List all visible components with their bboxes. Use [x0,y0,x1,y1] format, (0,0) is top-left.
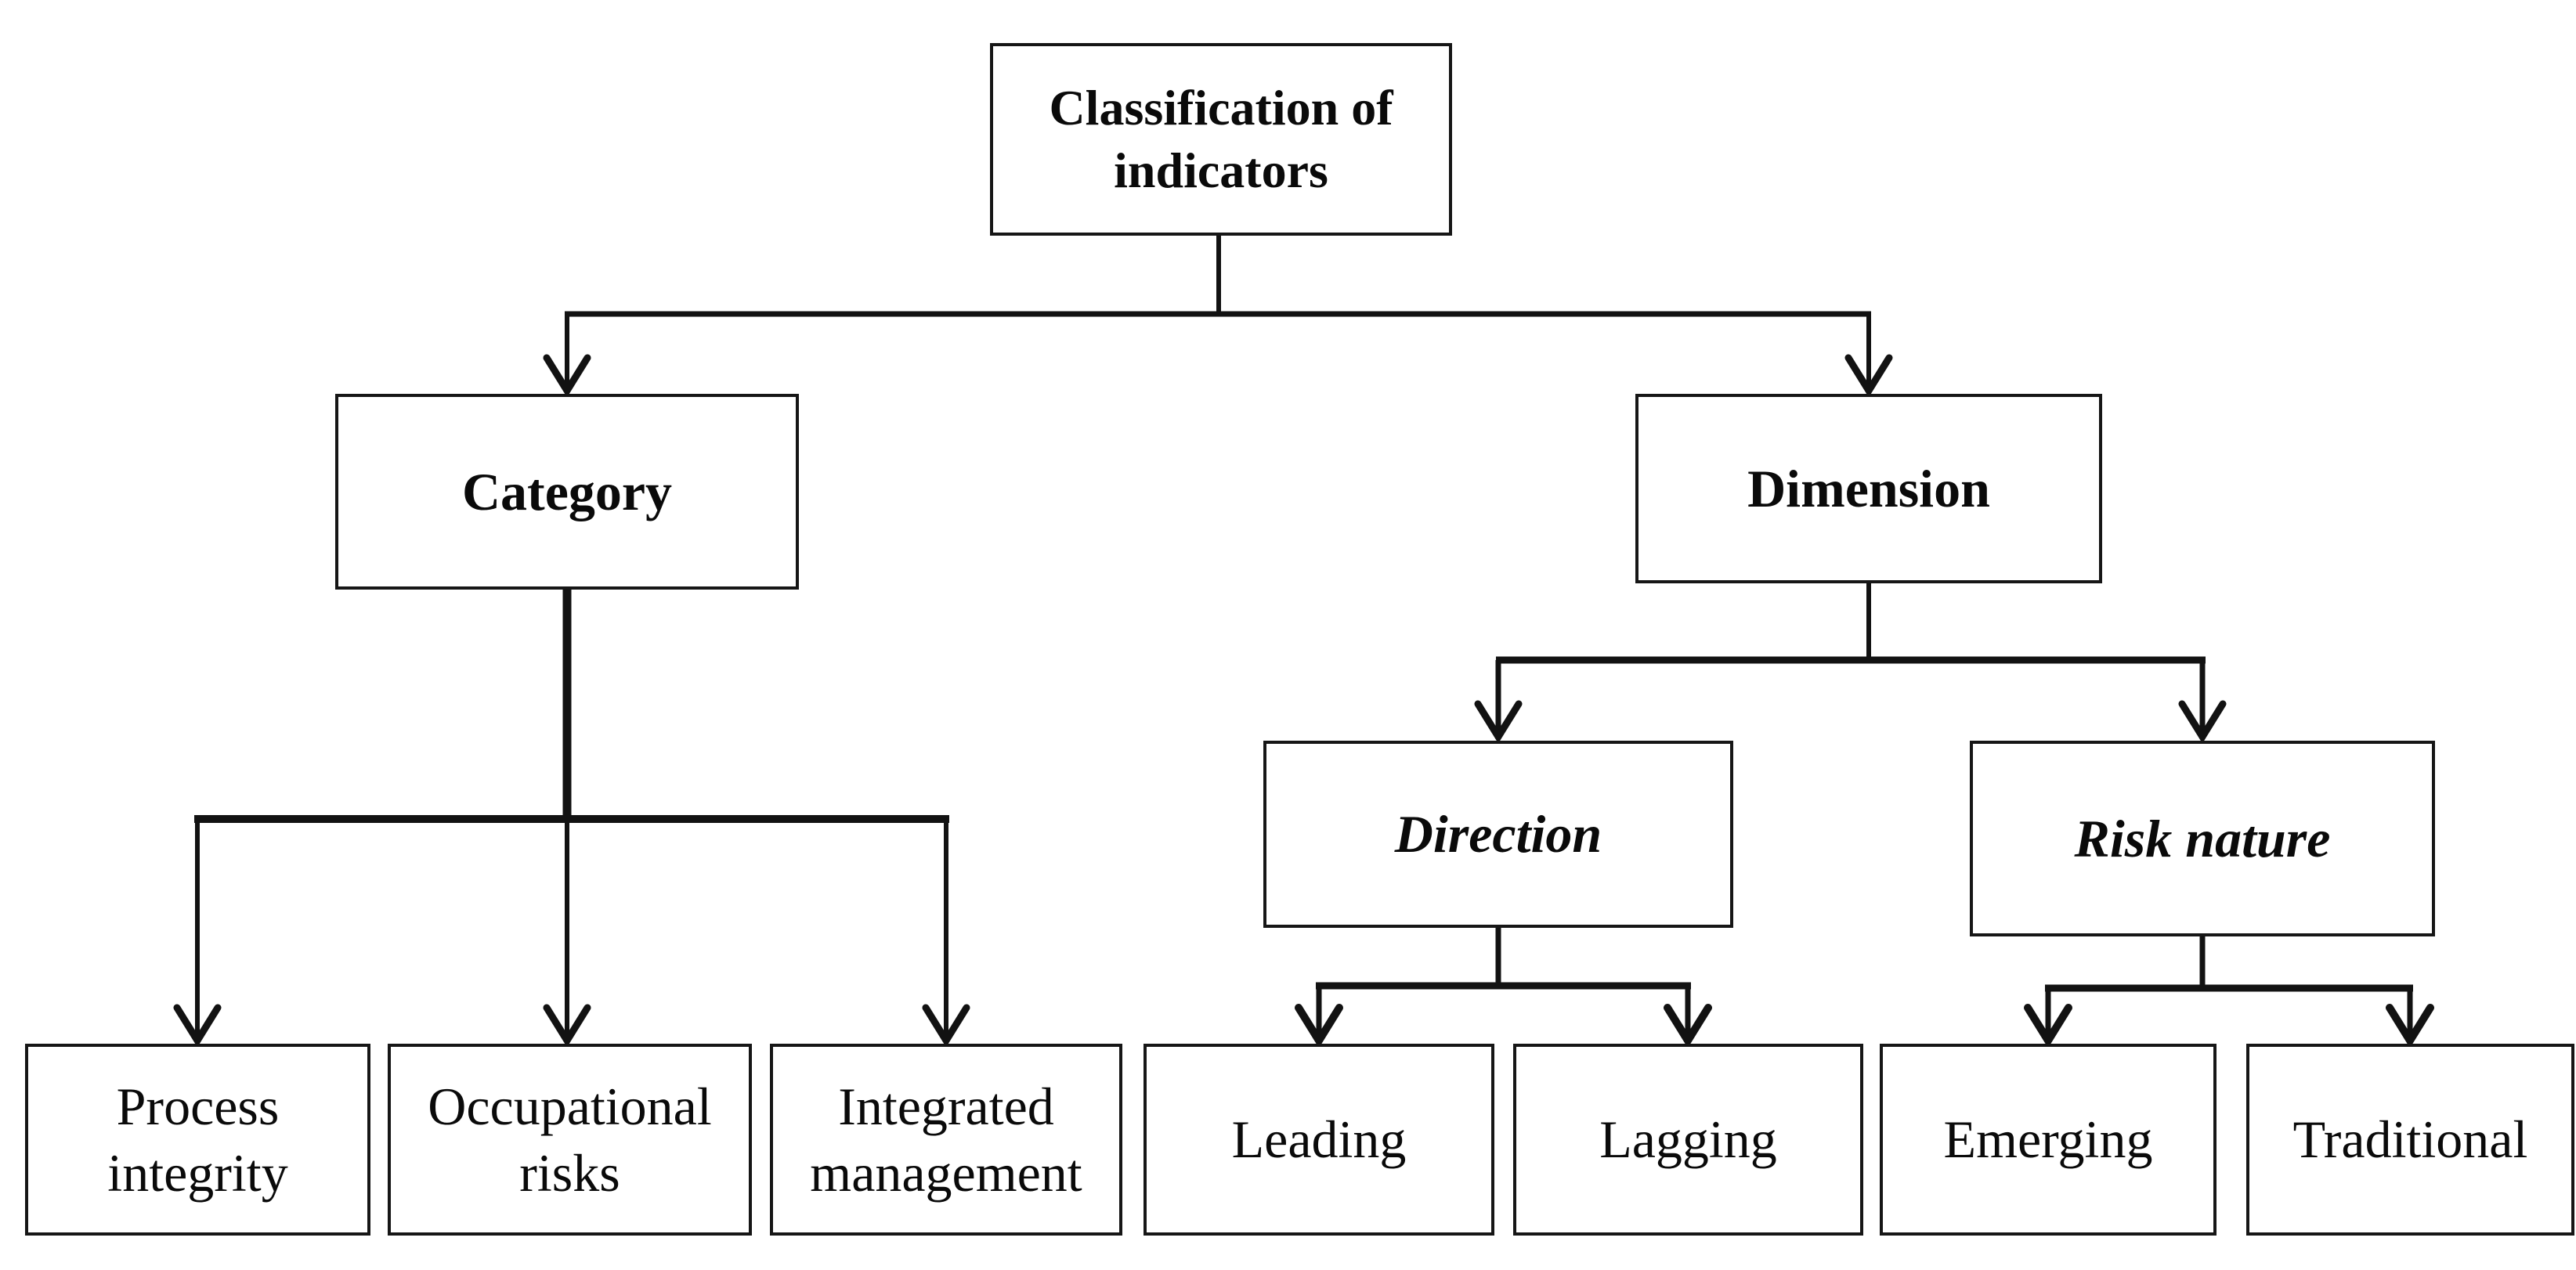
node-dimension: Dimension [1635,394,2102,583]
connector-direction-to-children [1295,928,1712,1048]
arrowhead [1664,1004,1712,1048]
node-label: Category [461,461,673,521]
node-risk-nature: Risk nature [1970,741,2435,936]
arrowhead [2024,1004,2072,1048]
node-label: Traditional [2292,1109,2528,1169]
arrowhead [173,1004,222,1048]
node-occupational-risks: Occupational risks [388,1044,752,1236]
node-label: Emerging [1943,1109,2153,1169]
node-process-integrity: Process integrity [25,1044,370,1236]
node-direction: Direction [1263,741,1733,928]
node-label: Leading [1231,1109,1407,1169]
node-label: Process integrity [107,1076,288,1203]
arrowhead [922,1004,970,1048]
connector-risknature-to-children [2024,936,2434,1048]
node-label: Lagging [1599,1109,1777,1169]
node-label: Occupational risks [428,1076,712,1203]
arrowhead [2386,1004,2434,1048]
arrowhead [2178,700,2227,744]
node-label: Integrated management [810,1076,1082,1203]
node-integrated-management: Integrated management [770,1044,1122,1236]
connector-category-to-children [173,590,970,1048]
node-lagging: Lagging [1513,1044,1863,1236]
node-label: Risk nature [2074,808,2331,868]
node-leading: Leading [1143,1044,1494,1236]
arrowhead [543,354,591,398]
arrowhead [1474,700,1523,744]
node-classification-of-indicators: Classification of indicators [990,43,1452,236]
node-label: Direction [1394,804,1602,864]
arrowhead [1844,354,1893,398]
node-emerging: Emerging [1880,1044,2217,1236]
node-label: Dimension [1747,458,1990,518]
node-category: Category [335,394,799,590]
node-label: Classification of indicators [1049,80,1393,198]
arrowhead [1295,1004,1343,1048]
node-traditional: Traditional [2246,1044,2574,1236]
connector-dimension-to-children [1474,583,2227,744]
connector-root-to-children [543,236,1893,398]
arrowhead [543,1004,591,1048]
